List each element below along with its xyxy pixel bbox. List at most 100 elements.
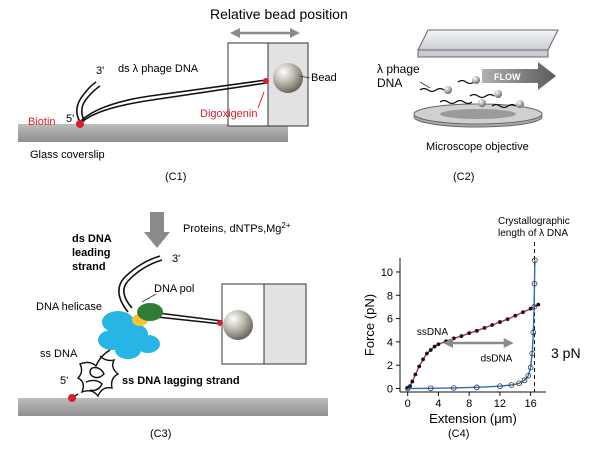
c2-beads <box>444 76 524 108</box>
c4-point-dsDNA <box>516 380 522 387</box>
c2-phage-line2: DNA <box>377 76 402 90</box>
panel-c1: Relative bead position 3' 5' ds λ phage … <box>18 6 348 183</box>
c4-point-ssDNA <box>424 351 429 356</box>
c1-bead-leader <box>299 75 311 79</box>
c3-ds-line1: ds DNA <box>72 233 112 245</box>
c4-dsdna-label: dsDNA <box>481 354 513 365</box>
c4-point-dsDNA <box>497 383 503 389</box>
c4-series-line-dsDNA <box>407 260 536 390</box>
c4-point-dsDNA <box>521 377 528 384</box>
c4-annotation-arrowhead-right <box>503 338 514 349</box>
c1-3prime: 3' <box>96 65 104 77</box>
c3-input-arrow <box>144 212 170 248</box>
c1-bead <box>273 63 303 93</box>
c4-point-dsDNA <box>531 304 537 310</box>
c4-point-ssDNA <box>459 334 464 338</box>
c1-biotin-label: Biotin <box>28 116 56 128</box>
c4-point-dsDNA <box>531 280 538 287</box>
c4-point-dsDNA <box>508 382 515 388</box>
c2-flow-text: FLOW <box>494 72 521 82</box>
c4-point-dsDNA <box>474 384 480 391</box>
c4-point-ssDNA <box>413 372 418 377</box>
c4-point-ssDNA <box>521 310 525 315</box>
c4-point-dsDNA <box>427 385 434 392</box>
c4-crystal-line1: Crystallographic <box>498 216 570 227</box>
c2-phage-leader <box>419 81 431 89</box>
c4-ssdna-label: ssDNA <box>417 327 448 338</box>
c4-y-tick-label: 2 <box>387 360 393 372</box>
c4-side-label: 3 pN <box>551 345 581 361</box>
c3-ds-line2: leading <box>72 247 111 259</box>
c4-point-ssDNA <box>482 326 487 330</box>
c4-point-ssDNA <box>408 384 412 389</box>
c3-trap-box-right <box>263 283 307 365</box>
c4-point-dsDNA <box>530 329 537 336</box>
c4-y-tick-label: 8 <box>387 290 393 302</box>
c3-dna-helicase <box>98 311 160 359</box>
c3-5prime: 5' <box>60 375 68 387</box>
c3-3prime: 3' <box>172 253 180 265</box>
c1-digoxigenin-leader <box>257 91 265 109</box>
c1-ds-dna <box>76 79 267 125</box>
c4-point-ssDNA <box>421 357 425 362</box>
c4-x-tick-label: 0 <box>405 398 411 410</box>
bead-position-arrow <box>230 28 300 38</box>
c4-point-ssDNA <box>497 320 502 324</box>
c1-glass-surface <box>18 124 288 142</box>
c4-y-axis-title: Force (pN) <box>362 294 377 356</box>
c3-panel-label: (C3) <box>150 428 171 440</box>
c4-x-tick-label: 12 <box>494 398 506 410</box>
c4-x-axis-title: Extension (μm) <box>429 411 517 426</box>
c3-biotin-dot <box>68 394 76 402</box>
c1-dna-label: ds λ phage DNA <box>118 63 199 75</box>
c4-point-ssDNA <box>505 317 510 322</box>
c2-phage-line1: λ phage <box>377 62 420 76</box>
c3-bead <box>223 310 253 340</box>
c3-pol-leader <box>141 293 157 303</box>
panel-c3: Proteins, dNTPs,Mg2+ ds DNA <box>18 212 328 440</box>
c4-point-ssDNA <box>490 323 495 327</box>
c3-glass-surface <box>18 398 328 416</box>
c4-point-dsDNA <box>450 385 457 391</box>
c4-point-ssDNA <box>474 328 479 333</box>
c4-x-tick-label: 4 <box>435 398 441 410</box>
panel-c2: FLOW λ phage DNA Microscope objective (C… <box>377 29 559 183</box>
c3-proteins: Proteins, dNTPs,Mg2+ <box>183 221 291 235</box>
c2-objective-label: Microscope objective <box>426 141 529 153</box>
c2-objective <box>413 103 543 128</box>
c1-5prime: 5' <box>66 113 74 125</box>
c4-y-tick-label: 6 <box>387 314 393 326</box>
c4-panel-label: (C4) <box>448 428 469 440</box>
c4-x-tick-label: 8 <box>466 398 472 410</box>
c2-flow-arrow: FLOW <box>482 62 556 90</box>
c4-crystal-line2: length of λ DNA <box>498 228 568 239</box>
c1-panel-label: (C1) <box>165 171 186 183</box>
c4-point-ssDNA <box>536 302 541 307</box>
c4-y-tick-label: 4 <box>387 337 393 349</box>
c2-top-glass <box>417 29 559 58</box>
c3-ss-dna-label: ss DNA <box>40 348 78 360</box>
c1-digoxigenin-dot <box>263 78 269 84</box>
c2-tethered-dna <box>419 79 517 109</box>
c4-point-ssDNA <box>513 313 518 318</box>
c1-glass-label: Glass coverslip <box>30 149 105 161</box>
c4-series-line-ssDNA <box>407 303 539 389</box>
c3-dna-pol-label: DNA pol <box>154 283 194 295</box>
c1-bead-label: Bead <box>311 72 337 84</box>
c4-x-tick-label: 16 <box>525 398 537 410</box>
c1-biotin-dot <box>76 120 84 128</box>
c4-point-ssDNA <box>432 344 437 349</box>
c3-lagging-label: ss DNA lagging strand <box>122 375 240 387</box>
c2-panel-label: (C2) <box>453 171 474 183</box>
c4-y-tick-label: 0 <box>387 384 393 396</box>
c4-point-ssDNA <box>428 348 433 352</box>
c4-point-dsDNA <box>525 372 532 379</box>
c1-digoxigenin-label: Digoxigenin <box>200 108 257 120</box>
panel-c4: Crystallographic length of λ DNA 0 4 8 12 16… <box>362 216 581 440</box>
c4-point-dsDNA <box>527 364 534 371</box>
c4-point-dsDNA <box>404 385 411 392</box>
c4-point-ssDNA <box>436 342 441 347</box>
